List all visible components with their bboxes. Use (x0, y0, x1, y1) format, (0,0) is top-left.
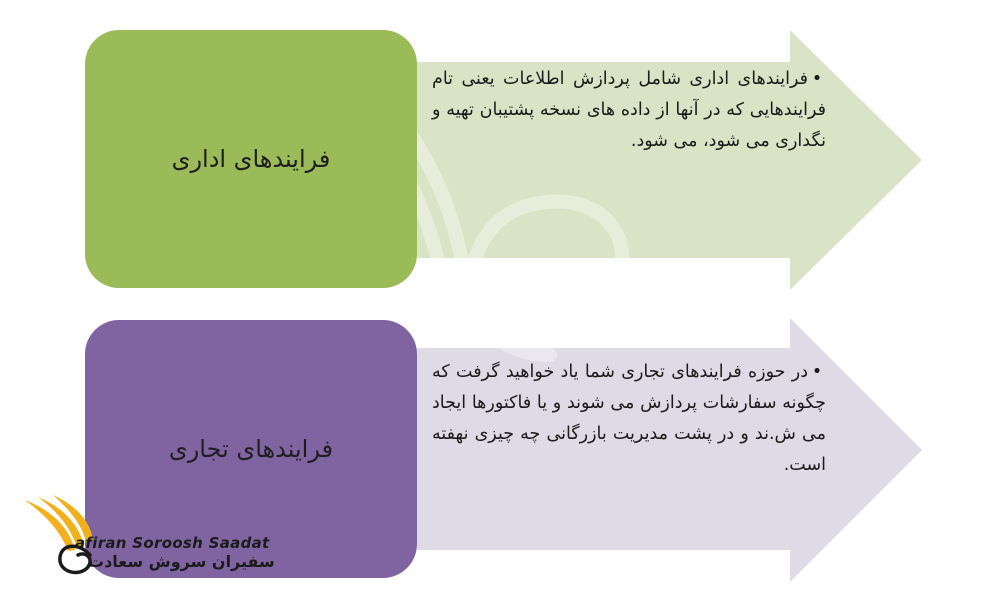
bullet-commercial: •در حوزه فرایندهای تجاری شما یاد خواهید … (432, 357, 826, 481)
title-box-administrative: فرایندهای اداری (85, 30, 417, 288)
bullet-text-administrative: فرایندهای اداری شامل پردازش اطلاعات یعنی… (432, 69, 826, 151)
bullet-dot-icon: • (811, 362, 823, 382)
bullet-text-commercial: در حوزه فرایندهای تجاری شما یاد خواهید گ… (432, 362, 826, 475)
title-commercial: فرایندهای تجاری (168, 435, 334, 463)
title-administrative: فرایندهای اداری (171, 145, 331, 173)
logo-text-en: afiran Soroosh Saadat (75, 534, 270, 552)
bullet-dot-icon: • (811, 69, 823, 89)
bullet-administrative: •فرایندهای اداری شامل پردازش اطلاعات یعن… (432, 64, 826, 157)
arrow-bottom (417, 318, 922, 582)
arrow-top (417, 30, 922, 290)
logo-text-fa: سفیران سروش سعادت (88, 552, 275, 571)
logo-swan-icon (25, 495, 93, 575)
title-box-commercial: فرایندهای تجاری (85, 320, 417, 578)
